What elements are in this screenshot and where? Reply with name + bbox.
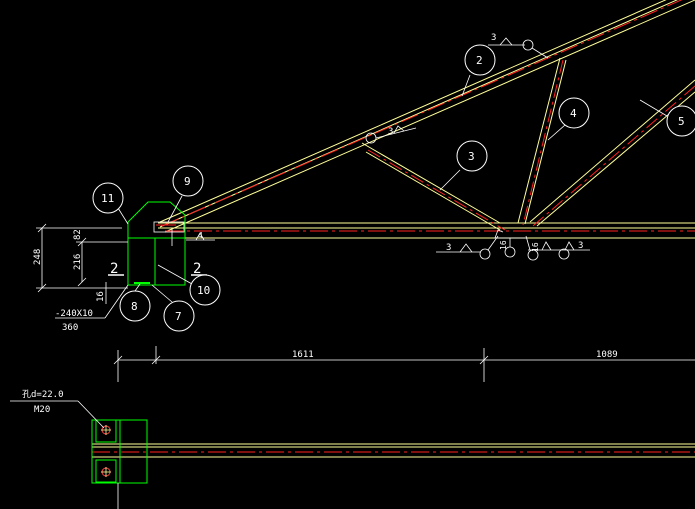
vertical-dimension-248 (36, 223, 128, 293)
callout-10-label: 10 (197, 284, 210, 297)
section-mark-right-label: 2 (193, 261, 201, 277)
section-mark-left-label: 2 (110, 261, 118, 277)
weld-top-size: 3 (491, 33, 496, 43)
bolt-note-leader (10, 400, 105, 429)
plate-length-label: 360 (62, 323, 78, 333)
vertical-member-4[interactable] (517, 57, 567, 226)
weld-symbol-node-center[interactable]: 16 (493, 229, 525, 258)
dim-216-label: 216 (73, 254, 83, 270)
dim-248-label: 248 (33, 249, 43, 265)
support-gusset-plates[interactable] (127, 201, 186, 286)
callout-3-label: 3 (468, 150, 475, 163)
callout-2-label: 2 (476, 54, 483, 67)
weld-support-size: 4 (198, 231, 203, 240)
callout-7[interactable]: 7 (151, 284, 195, 332)
callout-3[interactable]: 3 (439, 140, 488, 191)
anchor-bolt-bottom[interactable] (101, 467, 111, 477)
weld-symbol-node-left[interactable]: 3 (436, 235, 499, 260)
callout-5-label: 5 (678, 115, 685, 128)
weld-symbol-node-right[interactable]: 16 3 (525, 235, 590, 261)
callout-9[interactable]: 9 (167, 165, 204, 223)
callout-7-label: 7 (175, 310, 182, 323)
plan-view-chord[interactable] (92, 443, 695, 458)
callout-10[interactable]: 10 (157, 264, 221, 306)
top-chord-member[interactable] (159, 0, 695, 233)
diagonal-member-3[interactable] (361, 142, 506, 231)
plate-note-leader (55, 284, 129, 319)
callout-8[interactable]: 8 (119, 283, 151, 322)
bolt-size-label: M20 (34, 405, 50, 415)
weld-symbol-support[interactable]: 4 (186, 231, 215, 241)
dim-1089-label: 1089 (596, 350, 618, 360)
callout-9-label: 9 (184, 175, 191, 188)
callout-4[interactable]: 4 (547, 97, 590, 141)
plate-spec-label: -240X10 (55, 309, 93, 319)
weld-mid-size: 3 (388, 127, 393, 137)
dim-82-label: 82 (73, 229, 83, 240)
callout-5[interactable]: 5 (639, 99, 695, 137)
callout-8-label: 8 (131, 300, 138, 313)
plan-view-base-plate[interactable] (91, 419, 148, 509)
vertical-dimension-216 (76, 237, 128, 287)
bottom-chord-member[interactable] (158, 222, 695, 239)
weld-symbol-mid[interactable]: 3 (365, 125, 417, 144)
callout-11-label: 11 (101, 192, 114, 205)
callout-2[interactable]: 2 (461, 44, 496, 97)
weld-symbol-top[interactable]: 3 (488, 33, 549, 59)
bolt-hole-label: 孔d=22.0 (22, 389, 64, 400)
dim-16-left-label: 16 (96, 291, 106, 302)
anchor-bolt-top[interactable] (101, 425, 111, 435)
dim-1611-label: 1611 (292, 350, 314, 360)
weld-node-left-size: 3 (446, 243, 451, 253)
diagonal-member-5[interactable] (529, 79, 695, 227)
callout-11[interactable]: 11 (92, 182, 129, 225)
weld-node-center-size: 16 (499, 240, 508, 250)
weld-node-right-size-b: 3 (578, 241, 583, 251)
horizontal-dimension-line (113, 346, 695, 382)
callout-4-label: 4 (570, 107, 577, 120)
weld-node-right-size-a: 16 (531, 242, 540, 252)
